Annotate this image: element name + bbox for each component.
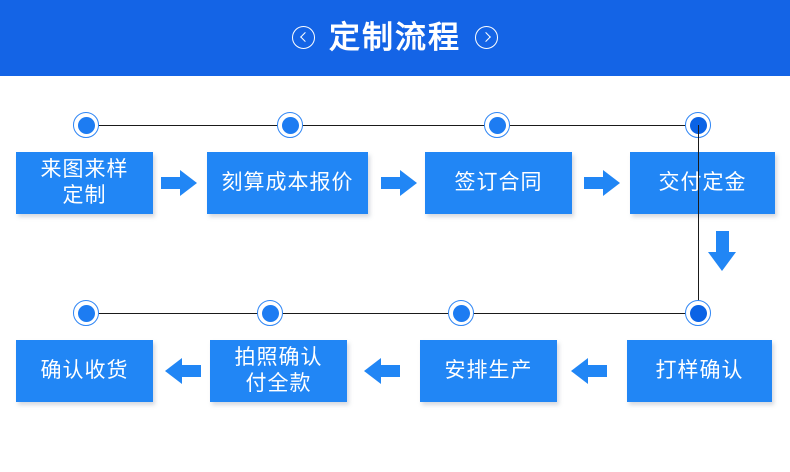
flow-step-box-5[interactable]: 打样确认: [627, 340, 772, 402]
left-arrow-icon-2: [364, 358, 400, 384]
top-node-3: [484, 112, 510, 138]
flow-step-label-5: 打样确认: [655, 359, 744, 383]
flow-step-box-3[interactable]: 签订合同: [425, 152, 572, 214]
flow-step-label-4: 交付定金: [658, 171, 747, 195]
flow-step-box-4[interactable]: 交付定金: [630, 152, 775, 214]
row-transition-line: [698, 125, 699, 313]
flow-step-box-6[interactable]: 安排生产: [420, 340, 557, 402]
right-arrow-icon-3: [584, 170, 620, 196]
left-arrow-icon-3: [571, 358, 607, 384]
flow-step-label-7: 拍照确认 付全款: [234, 346, 323, 395]
circled-left-arrow-icon: [292, 25, 315, 49]
top-node-1: [73, 112, 99, 138]
flow-step-box-8[interactable]: 确认收货: [16, 340, 153, 402]
flow-step-label-2: 刻算成本报价: [221, 171, 354, 195]
left-arrow-icon-1: [165, 358, 201, 384]
flow-step-box-1[interactable]: 来图来样 定制: [16, 152, 153, 214]
top-node-2: [277, 112, 303, 138]
flow-step-label-8: 确认收货: [40, 359, 129, 383]
bottom-node-4: [685, 300, 711, 326]
flow-step-label-6: 安排生产: [444, 359, 533, 383]
right-arrow-icon-1: [161, 170, 197, 196]
header-banner: 定制流程: [0, 0, 790, 76]
flow-step-label-1: 来图来样 定制: [40, 158, 129, 207]
flow-step-label-3: 签订合同: [454, 171, 543, 195]
bottom-rail-line: [86, 313, 698, 314]
page-title: 定制流程: [329, 19, 461, 55]
flow-step-box-7[interactable]: 拍照确认 付全款: [210, 340, 347, 402]
down-arrow-icon: [708, 231, 736, 271]
header-inner: 定制流程: [292, 22, 498, 53]
bottom-node-1: [73, 300, 99, 326]
circled-right-arrow-icon: [475, 25, 498, 49]
right-arrow-icon-2: [381, 170, 417, 196]
bottom-node-2: [257, 300, 283, 326]
top-rail-line: [86, 125, 698, 126]
flow-canvas: 来图来样 定制 刻算成本报价 签订合同 交付定金: [0, 76, 790, 472]
flow-step-box-2[interactable]: 刻算成本报价: [207, 152, 368, 214]
bottom-node-3: [448, 300, 474, 326]
